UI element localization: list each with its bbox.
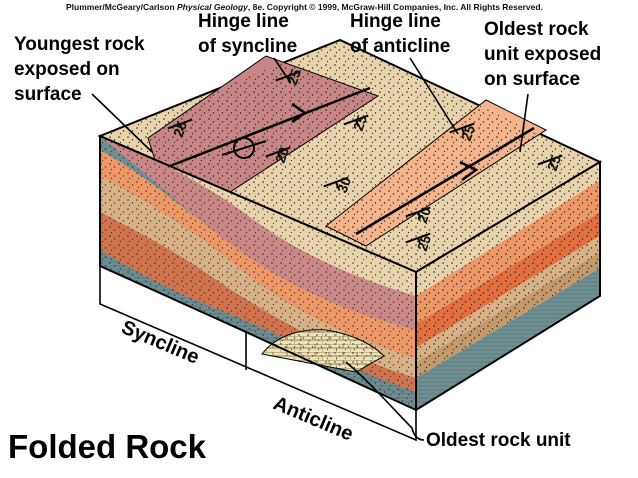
front-face bbox=[99, 134, 417, 412]
oldest-surface-label: Oldest rock unit exposed on surface bbox=[484, 19, 606, 90]
hinge-syncline-label: Hinge line of syncline bbox=[198, 11, 297, 57]
dip-value: 20 bbox=[272, 145, 292, 165]
dip-value: 25 bbox=[414, 233, 434, 253]
credit-line: Plummer/McGeary/Carlson Physical Geology… bbox=[66, 2, 543, 12]
dip-value: 25 bbox=[544, 153, 564, 173]
anticline-label: Anticline bbox=[270, 392, 356, 445]
top-surface: 25 25 25 20 25 30 25 20 25 bbox=[97, 38, 603, 274]
dip-value: 25 bbox=[170, 119, 190, 139]
strike-dip-symbols bbox=[167, 70, 563, 245]
base-bracket bbox=[99, 266, 417, 442]
syncline-hinge-line bbox=[169, 86, 371, 168]
right-face bbox=[415, 160, 601, 412]
diagram-title: Folded Rock bbox=[8, 428, 207, 465]
dip-value: 25 bbox=[458, 123, 478, 143]
dip-value: 25 bbox=[284, 67, 304, 87]
hinge-anticline-label: Hinge line of anticline bbox=[350, 11, 450, 57]
leader-lines bbox=[91, 57, 529, 441]
syncline-label: Syncline bbox=[118, 316, 202, 368]
dip-value: 20 bbox=[414, 205, 434, 225]
dip-value: 25 bbox=[350, 113, 370, 133]
oldest-unit-label: Oldest rock unit bbox=[426, 430, 571, 451]
youngest-rock-label: Youngest rock exposed on surface bbox=[14, 34, 150, 105]
dip-value: 30 bbox=[334, 175, 354, 195]
horizontal-bedding-icon bbox=[221, 137, 267, 159]
anticline-hinge-line bbox=[355, 126, 535, 236]
